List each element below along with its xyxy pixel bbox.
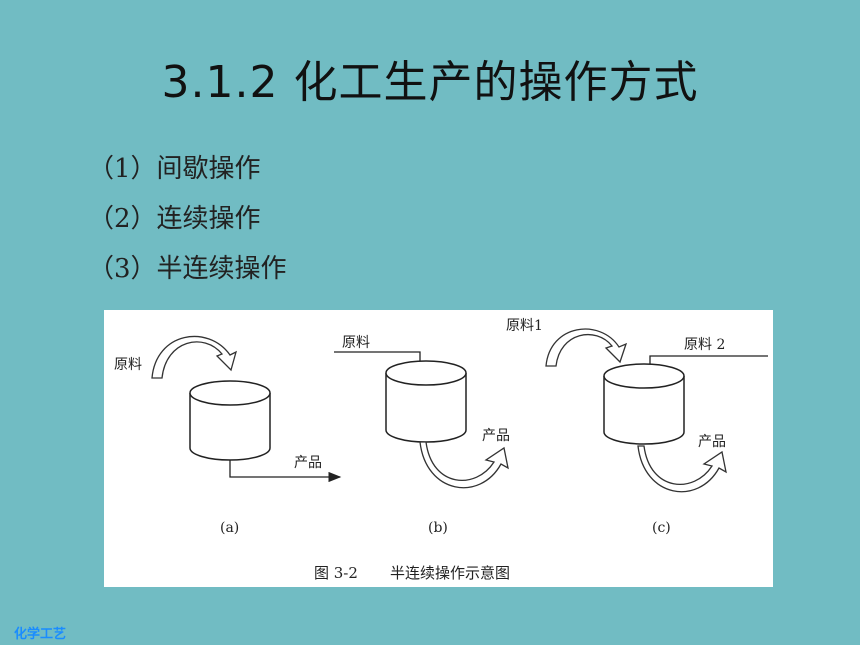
feed-label-a: 原料 — [114, 357, 142, 373]
feed1-label-c: 原料1 — [506, 318, 543, 334]
diagram-svg: 原料 产品 (a) 原料 产品 (b) 原料1 原料 — [114, 318, 768, 582]
page-title: 3.1.2 化工生产的操作方式 — [161, 57, 699, 108]
diagram-a: 原料 产品 (a) — [114, 335, 342, 536]
vessel-b — [385, 360, 467, 443]
feed-curve-arrow-a — [151, 335, 238, 379]
feed2-label-c: 原料 2 — [684, 337, 725, 353]
product-label-b: 产品 — [482, 428, 510, 444]
list-item-continuous: （2）连续操作 — [88, 204, 261, 234]
footer-course-name: 化学工艺 — [14, 627, 67, 642]
product-line-a — [229, 460, 342, 483]
sub-label-b: (b) — [428, 520, 448, 536]
product-label-a: 产品 — [294, 455, 322, 471]
feed1-curve-arrow-c — [545, 328, 628, 367]
diagram-b: 原料 产品 (b) — [334, 335, 510, 536]
product-label-c: 产品 — [698, 434, 726, 450]
operation-diagram: 原料 产品 (a) 原料 产品 (b) 原料1 原料 — [104, 310, 773, 587]
feed-label-b: 原料 — [342, 335, 370, 351]
vessel-a — [189, 380, 271, 461]
sub-label-a: (a) — [220, 520, 239, 536]
figure-caption-number: 图 3-2 — [314, 564, 358, 582]
figure-caption: 半连续操作示意图 — [390, 564, 510, 582]
sub-label-c: (c) — [652, 520, 671, 536]
list-item-semicontinuous: （3）半连续操作 — [88, 254, 287, 284]
diagram-c: 原料1 原料 2 产品 (c) — [506, 318, 768, 536]
product-curve-arrow-c — [637, 445, 727, 493]
product-curve-arrow-b — [419, 441, 509, 489]
operation-mode-list: （1）间歇操作 （2）连续操作 （3）半连续操作 — [88, 152, 287, 302]
list-item-batch: （1）间歇操作 — [88, 154, 261, 184]
vessel-c — [603, 363, 685, 445]
